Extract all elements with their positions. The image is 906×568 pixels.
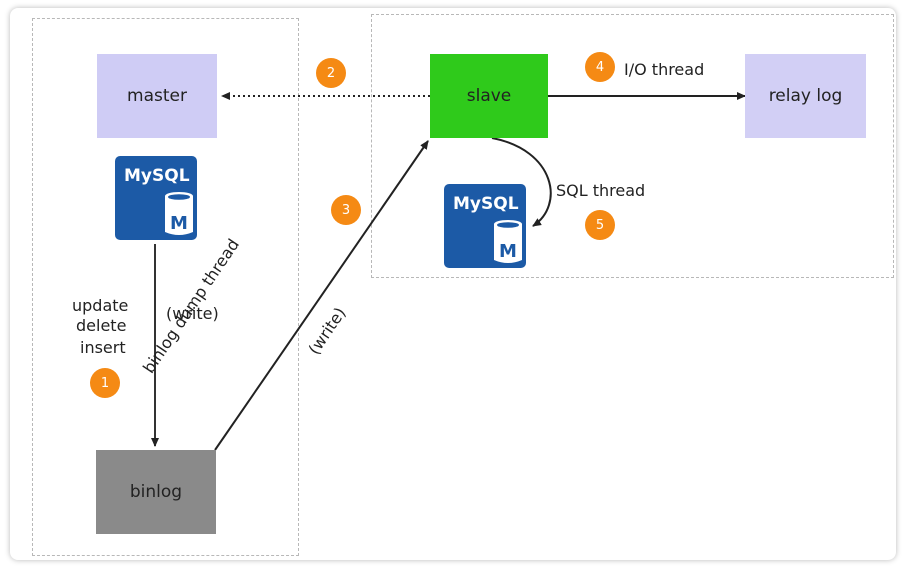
binlog-node: binlog (96, 450, 216, 534)
step-badge-4: 4 (585, 52, 615, 82)
relay-log-label: relay log (768, 86, 843, 106)
label-delete: delete (76, 316, 127, 335)
relay-log-node: relay log (745, 54, 866, 138)
step-badge-2: 2 (316, 58, 346, 88)
slave-to-mysql-curve (491, 137, 552, 227)
label-write-left: (write) (166, 304, 219, 323)
step-badge-1: 1 (90, 368, 120, 398)
slave-node: slave (430, 54, 548, 138)
mysql-master-icon: MySQL M (115, 156, 197, 240)
slave-region (371, 14, 894, 278)
slave-label: slave (466, 86, 512, 106)
label-update: update (72, 296, 129, 315)
label-insert: insert (80, 338, 126, 357)
master-region (32, 18, 299, 556)
mysql-master-text: MySQL (124, 166, 190, 186)
mysql-master-m: M (170, 213, 188, 234)
label-io-thread: I/O thread (624, 60, 705, 79)
mysql-slave-icon: MySQL M (444, 184, 526, 268)
binlog-to-slave-arrow (214, 140, 429, 451)
binlog-label: binlog (129, 482, 183, 502)
mysql-slave-m: M (499, 241, 517, 262)
master-label: master (127, 86, 187, 106)
step-badge-3: 3 (331, 195, 361, 225)
step-badge-5: 5 (585, 210, 615, 240)
label-sql-thread: SQL thread (556, 181, 646, 200)
master-node: master (97, 54, 217, 138)
mysql-slave-text: MySQL (453, 194, 519, 214)
